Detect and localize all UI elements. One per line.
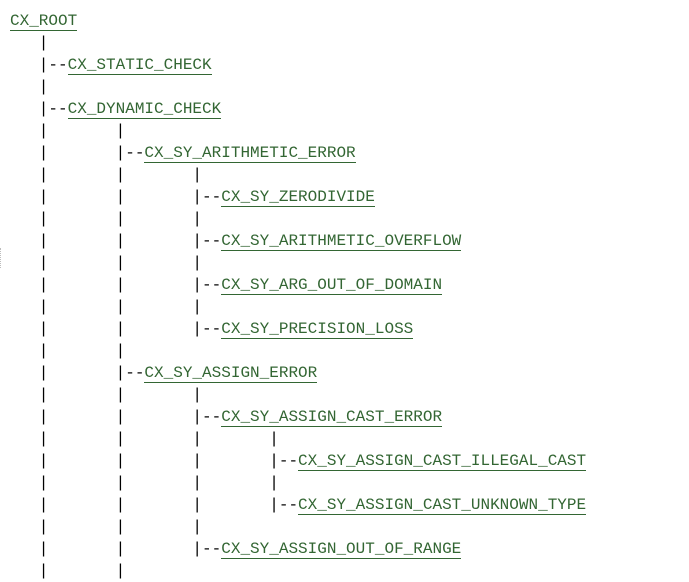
class-link-cx-dynamic-check[interactable]: CX_DYNAMIC_CHECK	[67, 100, 222, 119]
class-link-cx-sy-arithmetic-error[interactable]: CX_SY_ARITHMETIC_ERROR	[144, 144, 356, 163]
class-link-cx-sy-precision-loss[interactable]: CX_SY_PRECISION_LOSS	[221, 320, 414, 339]
class-link-cx-root[interactable]: CX_ROOT	[10, 12, 78, 31]
tree-connector: | |	[10, 562, 126, 580]
tree-row: | | |--CX_SY_ZERODIVIDE	[10, 186, 586, 208]
tree-connector: | | |--	[10, 540, 222, 558]
tree-connector: | | | |	[10, 474, 279, 492]
tree-connector: | | |	[10, 298, 203, 316]
tree-row: | | |--CX_SY_ASSIGN_CAST_ERROR	[10, 406, 586, 428]
class-link-cx-sy-arg-out-of-domain[interactable]: CX_SY_ARG_OUT_OF_DOMAIN	[221, 276, 443, 295]
tree-connector: | |	[10, 122, 126, 140]
tree-connector-row: | | |	[10, 384, 586, 406]
class-link-cx-sy-assign-cast-error[interactable]: CX_SY_ASSIGN_CAST_ERROR	[221, 408, 443, 427]
tree-connector: |--	[10, 100, 68, 118]
tree-connector: | |	[10, 342, 126, 360]
tree-connector-row: | |	[10, 120, 586, 142]
tree-connector: |	[10, 78, 49, 96]
tree-connector-row: | | |	[10, 516, 586, 538]
tree-row: |--CX_STATIC_CHECK	[10, 54, 586, 76]
tree-connector-row: | | |	[10, 252, 586, 274]
tree-row: | | |--CX_SY_ARG_OUT_OF_DOMAIN	[10, 274, 586, 296]
tree-connector-row: | | | |	[10, 472, 586, 494]
tree-connector: |	[10, 34, 49, 52]
tree-connector-row: | | |	[10, 296, 586, 318]
tree-connector-row: | |	[10, 340, 586, 362]
class-link-cx-sy-assign-cast-unknown-type[interactable]: CX_SY_ASSIGN_CAST_UNKNOWN_TYPE	[298, 496, 587, 515]
tree-connector-row: | |	[10, 560, 586, 582]
tree-row: | |--CX_SY_ASSIGN_ERROR	[10, 362, 586, 384]
tree-connector-row: | | |	[10, 208, 586, 230]
tree-connector: | | |	[10, 166, 203, 184]
tree-connector: | | | |	[10, 430, 279, 448]
tree-row: | | |--CX_SY_PRECISION_LOSS	[10, 318, 586, 340]
tree-connector: | | |	[10, 518, 203, 536]
tree-row: CX_ROOT	[10, 10, 586, 32]
class-link-cx-sy-arithmetic-overflow[interactable]: CX_SY_ARITHMETIC_OVERFLOW	[221, 232, 462, 251]
tree-connector: | |--	[10, 364, 145, 382]
tree-row: | | |--CX_SY_ASSIGN_OUT_OF_RANGE	[10, 538, 586, 560]
tree-connector: | | |	[10, 210, 203, 228]
tree-row: | | | |--CX_SY_ASSIGN_CAST_UNKNOWN_TYPE	[10, 494, 587, 516]
tree-connector: | | |--	[10, 276, 222, 294]
tree-connector-row: |	[10, 32, 586, 54]
tree-connector: | | |	[10, 254, 203, 272]
tree-connector: | | |--	[10, 232, 222, 250]
tree-connector: |--	[10, 56, 68, 74]
tree-connector: | | | |--	[10, 496, 299, 514]
tree-connector: | | |--	[10, 320, 222, 338]
tree-connector: | | |--	[10, 408, 222, 426]
tree-row: |--CX_DYNAMIC_CHECK	[10, 98, 586, 120]
class-link-cx-sy-assign-error[interactable]: CX_SY_ASSIGN_ERROR	[144, 364, 318, 383]
tree-connector-row: |	[10, 76, 586, 98]
tree-connector: | | |--	[10, 188, 222, 206]
tree-connector: | |--	[10, 144, 145, 162]
class-link-cx-sy-assign-out-of-range[interactable]: CX_SY_ASSIGN_OUT_OF_RANGE	[221, 540, 462, 559]
class-link-cx-sy-zerodivide[interactable]: CX_SY_ZERODIVIDE	[221, 188, 375, 207]
tree-connector: | | |	[10, 386, 203, 404]
tree-row: | |--CX_SY_ARITHMETIC_ERROR	[10, 142, 586, 164]
class-link-cx-sy-assign-cast-illegal-cast[interactable]: CX_SY_ASSIGN_CAST_ILLEGAL_CAST	[298, 452, 587, 471]
exception-class-tree: CX_ROOT | |--CX_STATIC_CHECK | |--CX_DYN…	[10, 10, 587, 582]
tree-row: | | |--CX_SY_ARITHMETIC_OVERFLOW	[10, 230, 586, 252]
tree-connector-row: | | | |	[10, 428, 586, 450]
tree-connector: | | | |--	[10, 452, 299, 470]
left-edge-marker	[0, 248, 3, 268]
tree-row: | | | |--CX_SY_ASSIGN_CAST_ILLEGAL_CAST	[10, 450, 587, 472]
tree-connector-row: | | |	[10, 164, 586, 186]
class-link-cx-static-check[interactable]: CX_STATIC_CHECK	[67, 56, 212, 75]
